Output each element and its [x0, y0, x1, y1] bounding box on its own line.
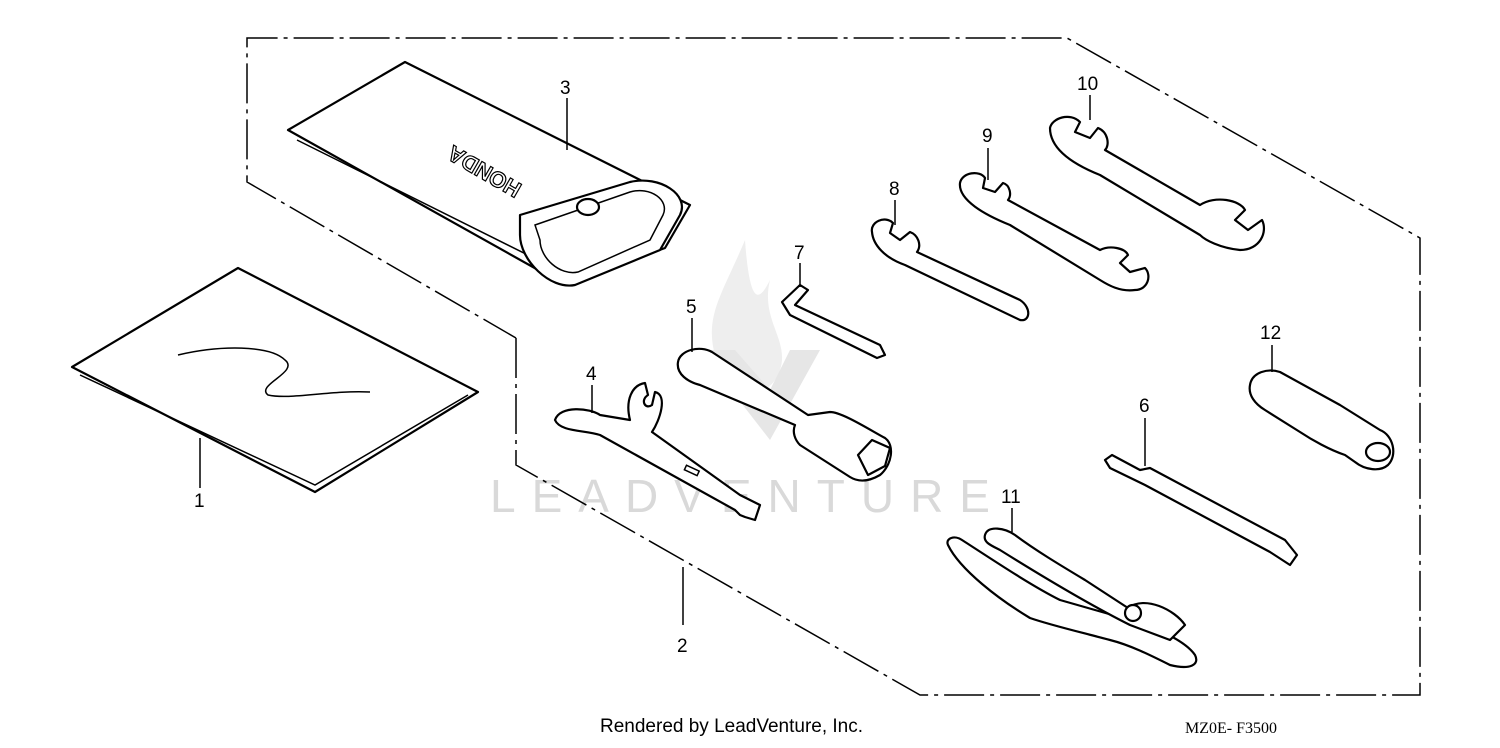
callout-7: 7: [794, 243, 805, 264]
callout-10: 10: [1077, 74, 1098, 95]
screwdriver-handle: [1248, 345, 1395, 471]
open-end-wrench-medium: [958, 148, 1150, 292]
tool-pouch: HONDA: [286, 60, 692, 287]
open-end-wrench-large: [1048, 95, 1266, 252]
callout-11: 11: [1001, 487, 1021, 508]
pin-spanner: [553, 381, 762, 522]
callout-3: 3: [560, 78, 571, 99]
callout-9: 9: [982, 126, 993, 147]
callout-8: 8: [889, 179, 900, 200]
spark-plug-wrench: [676, 318, 893, 482]
callout-12: 12: [1260, 323, 1281, 344]
rendered-by-credit: Rendered by LeadVenture, Inc.: [600, 716, 864, 737]
diagram-code: MZ0E- F3500: [1185, 720, 1277, 737]
hex-key: [780, 263, 887, 360]
open-end-wrench-small: [870, 200, 1030, 322]
kit-boundary-line: [246, 37, 1421, 696]
callout-2: 2: [677, 636, 688, 657]
callout-1: 1: [194, 491, 205, 512]
callout-4: 4: [586, 364, 597, 385]
screwdriver-shaft: [1103, 418, 1299, 567]
pliers: [946, 508, 1198, 669]
callout-6: 6: [1139, 396, 1150, 417]
callout-5: 5: [686, 297, 697, 318]
owners-manual: [70, 266, 480, 494]
